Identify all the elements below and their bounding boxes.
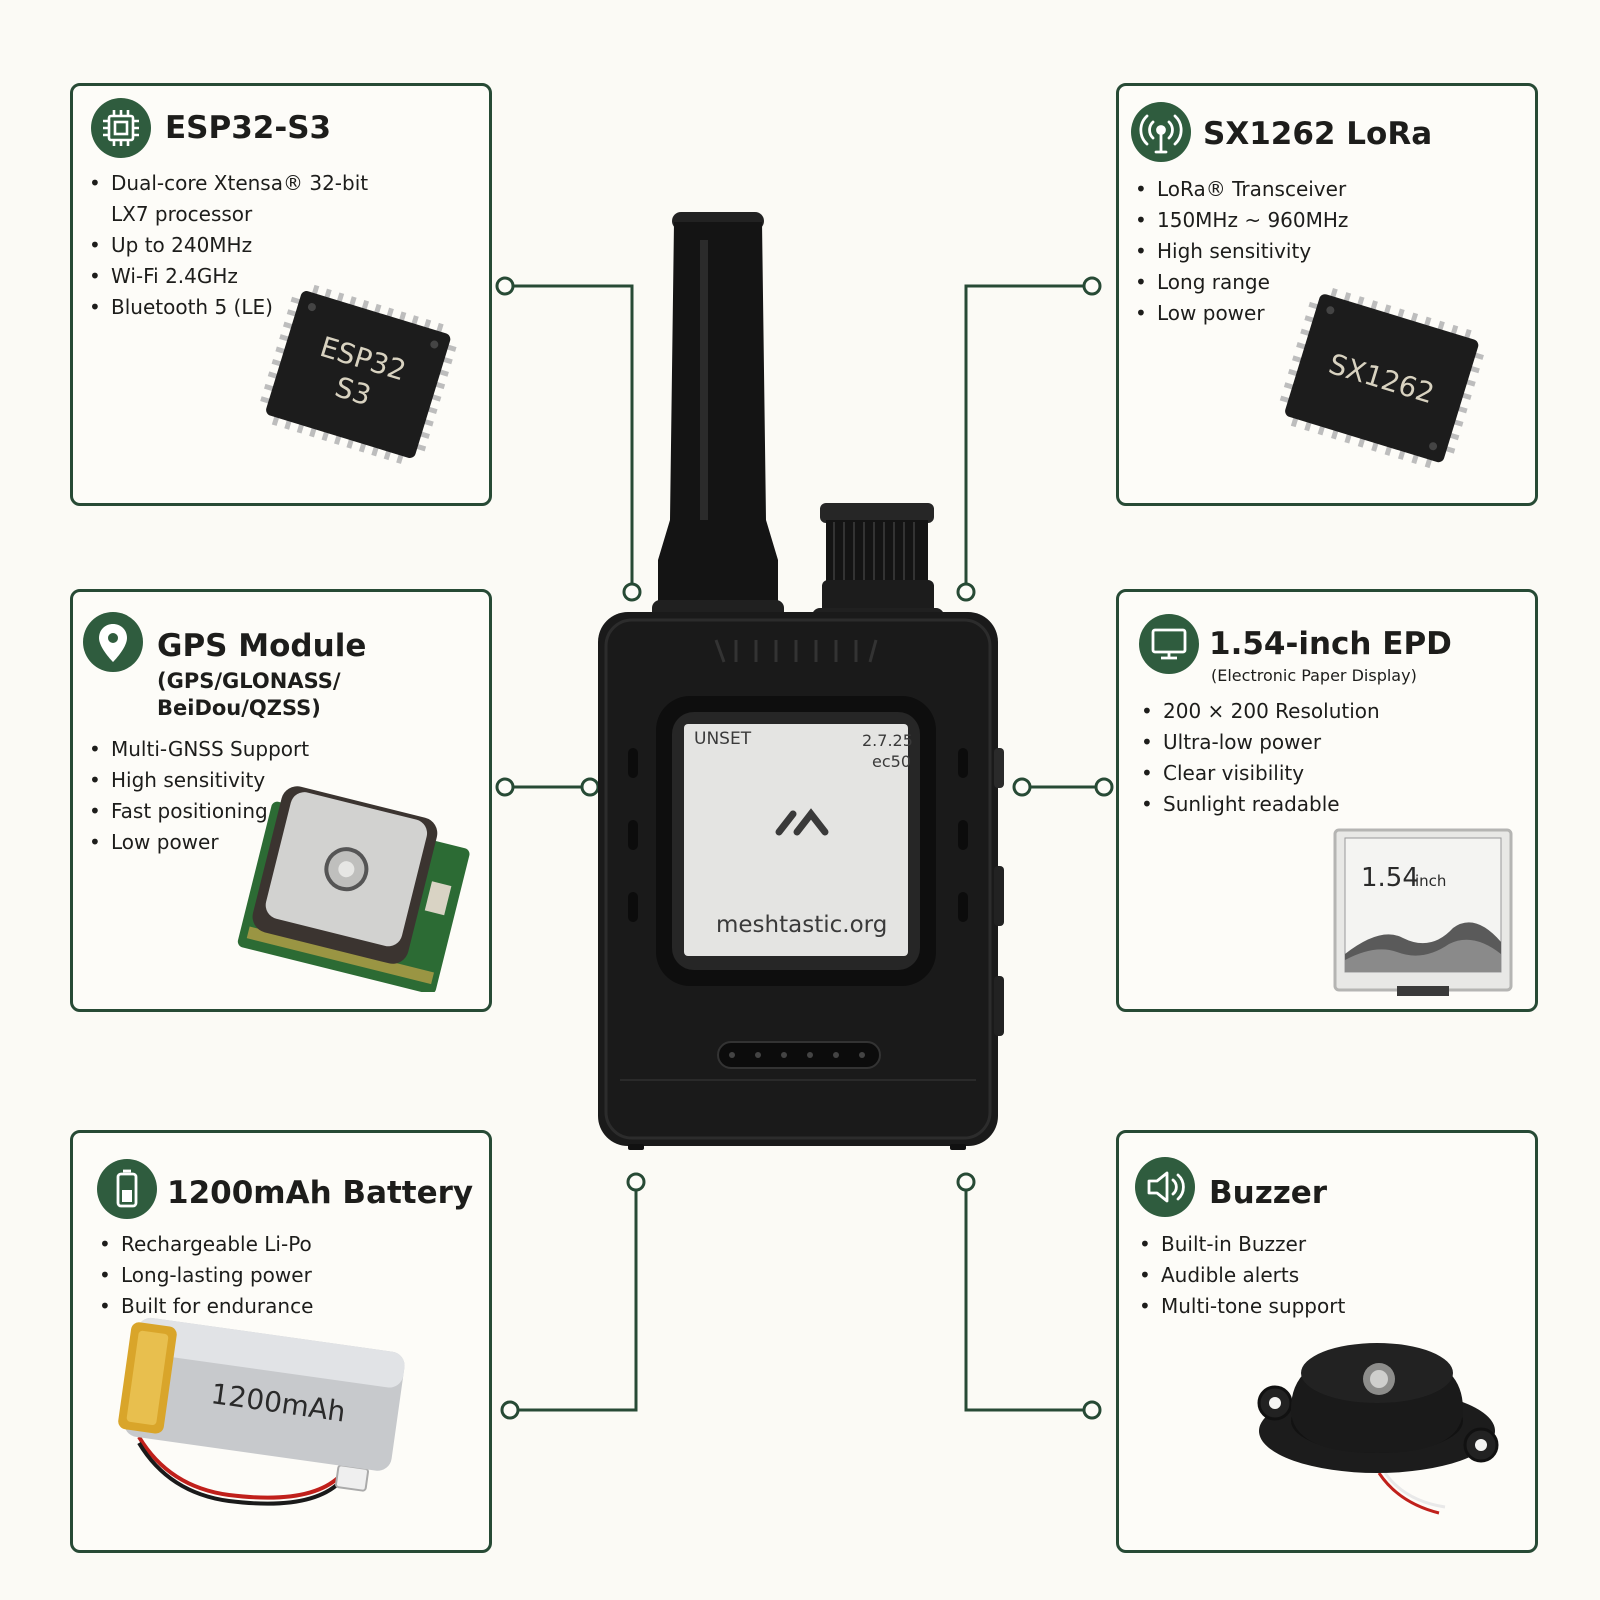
- bullet-item: 200 × 200 Resolution: [1141, 696, 1380, 727]
- bullet-list: LoRa® Transceiver 150MHz ~ 960MHz High s…: [1135, 174, 1348, 329]
- card-title: Buzzer: [1209, 1175, 1328, 1211]
- card-title: ESP32-S3: [165, 110, 332, 146]
- connector-buzzer: [964, 1182, 1092, 1412]
- card-gps: GPS Module (GPS/GLONASS/ BeiDou/QZSS) Mu…: [70, 589, 492, 1012]
- bullet-item: Low power: [89, 827, 309, 858]
- sx1262-chip-image: SX1262: [1279, 288, 1484, 469]
- bullet-item: Long-lasting power: [99, 1260, 313, 1291]
- cpu-chip-icon: [91, 98, 151, 158]
- card-battery: 1200mAh Battery Rechargeable Li-Po Long-…: [70, 1130, 492, 1553]
- card-lora: SX1262 LoRa LoRa® Transceiver 150MHz ~ 9…: [1116, 83, 1538, 506]
- bullet-item: High sensitivity: [1135, 236, 1348, 267]
- bullet-item: High sensitivity: [89, 765, 309, 796]
- bullet-item: Built for endurance: [99, 1291, 313, 1322]
- meshtastic-logo: [775, 808, 829, 836]
- bullet-item: Clear visibility: [1141, 758, 1380, 789]
- connector-lora: [964, 284, 1092, 592]
- card-title: 1.54-inch EPD: [1209, 626, 1452, 662]
- bullet-item: Audible alerts: [1139, 1260, 1345, 1291]
- location-pin-icon: [83, 612, 143, 672]
- bullet-item: Up to 240MHz: [89, 230, 368, 261]
- card-title: 1200mAh Battery: [167, 1175, 474, 1211]
- bullet-item: Long range: [1135, 267, 1348, 298]
- device-screen-url: meshtastic.org: [716, 912, 888, 938]
- monitor-icon: [1139, 614, 1199, 674]
- gps-module-image: [237, 786, 470, 992]
- battery-icon: [97, 1159, 157, 1219]
- battery-cell-image: 1200mAh: [118, 1317, 405, 1506]
- bullet-item: Low power: [1135, 298, 1348, 329]
- device-screen-status: UNSET: [694, 729, 752, 749]
- bullet-item: Wi-Fi 2.4GHz: [89, 261, 368, 292]
- card-epd: 1.54-inch EPD (Electronic Paper Display)…: [1116, 589, 1538, 1012]
- antenna: [652, 212, 784, 630]
- card-subtitle: (Electronic Paper Display): [1211, 666, 1417, 685]
- epd-panel-image: 1.54 inch: [1333, 828, 1513, 996]
- bullet-item: Ultra-low power: [1141, 727, 1380, 758]
- card-buzzer: Buzzer Built-in Buzzer Audible alerts Mu…: [1116, 1130, 1538, 1553]
- buzzer-image: [1257, 1343, 1499, 1515]
- device-screen-id: ec50: [872, 752, 911, 771]
- bullet-list: Rechargeable Li-Po Long-lasting power Bu…: [99, 1229, 313, 1322]
- bullet-item: LoRa® Transceiver: [1135, 174, 1348, 205]
- bullet-item: Multi-tone support: [1139, 1291, 1345, 1322]
- connector-battery: [510, 1182, 638, 1412]
- card-title: GPS Module: [157, 628, 367, 664]
- bullet-item: Sunlight readable: [1141, 789, 1380, 820]
- bullet-item: Fast positioning: [89, 796, 309, 827]
- panel-size-unit: inch: [1415, 872, 1446, 890]
- bullet-item: Bluetooth 5 (LE): [89, 292, 368, 323]
- antenna-signal-icon: [1131, 102, 1191, 162]
- bullet-item: Rechargeable Li-Po: [99, 1229, 313, 1260]
- card-subtitle: (GPS/GLONASS/ BeiDou/QZSS): [157, 669, 341, 720]
- card-title: SX1262 LoRa: [1203, 116, 1433, 152]
- panel-size-value: 1.54: [1361, 863, 1419, 893]
- speaker-icon: [1135, 1157, 1195, 1217]
- bullet-list: Built-in Buzzer Audible alerts Multi-ton…: [1139, 1229, 1345, 1322]
- connector-esp32: [505, 284, 634, 592]
- esp32-chip-image: ESP32 S3: [260, 284, 457, 464]
- bullet-item: Built-in Buzzer: [1139, 1229, 1345, 1260]
- bullet-item: Multi-GNSS Support: [89, 734, 309, 765]
- device-screen-version: 2.7.25: [862, 731, 913, 750]
- bullet-list: 200 × 200 Resolution Ultra-low power Cle…: [1141, 696, 1380, 820]
- bullet-list: Multi-GNSS Support High sensitivity Fast…: [89, 734, 309, 858]
- bullet-item: 150MHz ~ 960MHz: [1135, 205, 1348, 236]
